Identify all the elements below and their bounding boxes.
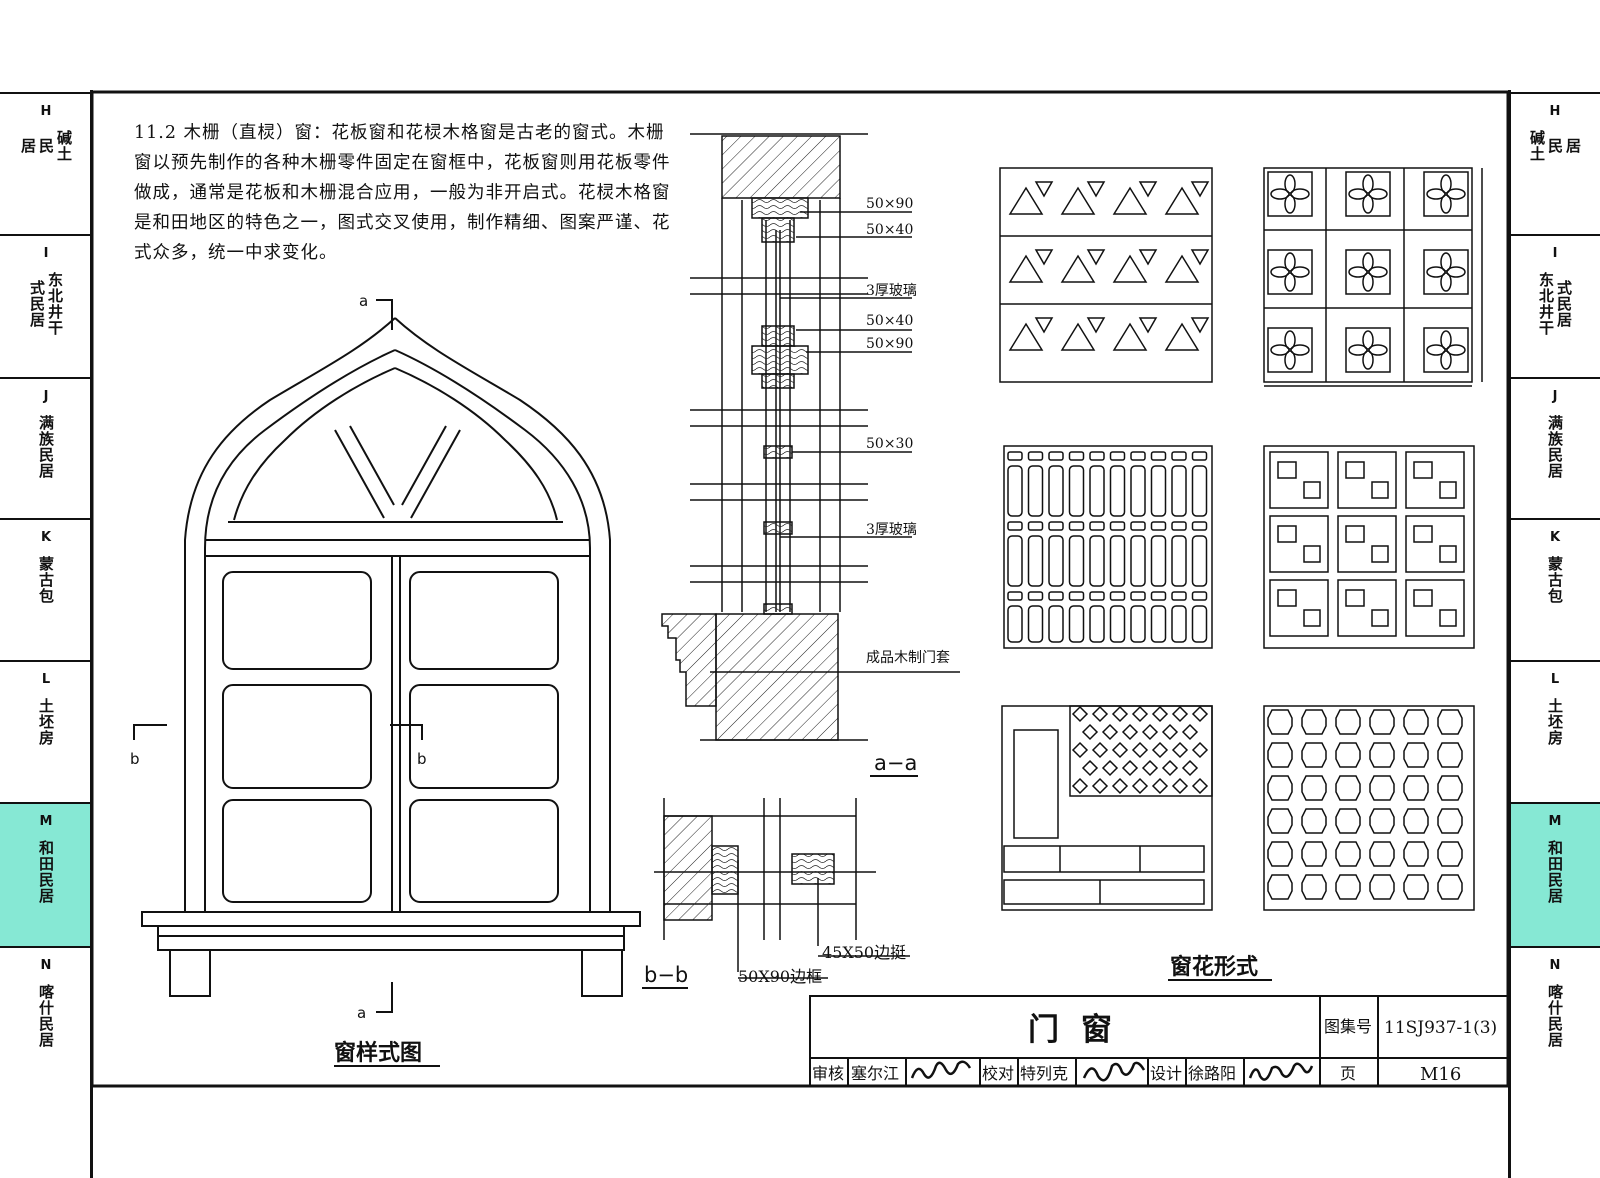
lattice-patterns (999, 167, 1483, 911)
tab-letter: I (1552, 246, 1558, 261)
tab-l-right[interactable]: L 土坯房 (1510, 660, 1600, 802)
tab-letter: H (1549, 104, 1561, 119)
tab-m-left[interactable]: M 和田民居 (0, 802, 92, 946)
title-block (809, 995, 1509, 1087)
label-aa-3: 50×40 (866, 313, 913, 329)
tab-letter: J (43, 389, 49, 404)
label-bb-frame: 50X90边框 (738, 967, 822, 986)
tab-label: 满族民居 (37, 415, 55, 479)
tab-letter: K (40, 530, 52, 545)
mark-b-left: b (130, 750, 140, 768)
elevation-title: 窗样式图 (334, 1040, 422, 1066)
designer-signature (1248, 1062, 1314, 1081)
tab-label: 喀什民居 (1546, 984, 1564, 1048)
lattice-triangles (999, 167, 1213, 383)
label-aa-1: 50×40 (866, 222, 913, 238)
tab-l-left[interactable]: L 土坯房 (0, 660, 92, 802)
label-aa-0: 50×90 (866, 196, 913, 212)
tab-letter: I (43, 246, 49, 261)
tab-label: 蒙古包 (1546, 556, 1564, 604)
tab-letter: H (40, 104, 52, 119)
section-aa (661, 133, 960, 741)
tab-j-right[interactable]: J 满族民居 (1510, 377, 1600, 518)
lattice-diamonds (1001, 705, 1213, 911)
title-block-title: 门窗 (1028, 1012, 1134, 1048)
tab-letter: M (1548, 814, 1562, 829)
tab-label: 喀什民居 (37, 984, 55, 1048)
lattice-stars (1263, 705, 1475, 911)
tab-label: 东北井干式民居 (1537, 272, 1573, 336)
section-bb (654, 798, 910, 979)
checker-name: 特列克 (1020, 1064, 1068, 1083)
tab-k-right[interactable]: K 蒙古包 (1510, 518, 1600, 660)
label-bb-stile: 45X50边挺 (822, 943, 906, 962)
reviewer-name: 塞尔江 (851, 1064, 899, 1083)
tab-letter: L (1550, 672, 1560, 687)
review-label: 审核 (812, 1064, 844, 1083)
tab-label: 土坯房 (37, 698, 55, 746)
tab-label: 式民居东北井干 (28, 272, 64, 336)
description-text: 11.2 木栅（直棂）窗：花板窗和花棂木格窗是古老的窗式。木栅窗以预先制作的各种… (134, 123, 671, 263)
tab-i-left[interactable]: I 式民居东北井干 (0, 234, 92, 377)
section-aa-labels: 50×90 50×40 3厚玻璃 50×40 50×90 50×30 3厚玻璃 … (866, 196, 950, 777)
door-panels (222, 571, 559, 903)
tab-label: 居民碱土 (19, 130, 73, 162)
label-aa-5: 50×30 (866, 436, 913, 452)
tab-letter: L (41, 672, 51, 687)
mark-a-top: a (359, 292, 368, 310)
page-number: M16 (1420, 1064, 1461, 1085)
tab-label: 土坯房 (1546, 698, 1564, 746)
section-marks (133, 299, 423, 1013)
tab-h-left[interactable]: H 居民碱土 (0, 92, 92, 234)
tab-k-left[interactable]: K 蒙古包 (0, 518, 92, 660)
lattice-fret (1263, 445, 1475, 649)
tab-label: 蒙古包 (37, 556, 55, 604)
tab-n-left[interactable]: N 喀什民居 (0, 946, 92, 1086)
patterns-title: 窗花形式 (1170, 954, 1258, 980)
tab-letter: N (40, 958, 52, 973)
tab-label: 满族民居 (1546, 415, 1564, 479)
label-aa-2: 3厚玻璃 (866, 282, 917, 299)
tab-letter: N (1549, 958, 1561, 973)
tab-j-left[interactable]: J 满族民居 (0, 377, 92, 518)
section-bb-title: b−b (644, 963, 688, 987)
tab-label: 碱土民居 (1528, 130, 1582, 162)
atlas-number: 11SJ937-1(3) (1384, 1018, 1497, 1038)
design-label: 设计 (1150, 1064, 1182, 1083)
reviewer-signature (910, 1060, 972, 1079)
tab-letter: M (39, 814, 53, 829)
checker-signature (1082, 1061, 1146, 1082)
check-label: 校对 (982, 1064, 1014, 1083)
window-elevation (141, 317, 641, 997)
lattice-flowers (1263, 167, 1483, 387)
tab-i-right[interactable]: I 东北井干式民居 (1510, 234, 1600, 377)
mark-b-right: b (417, 750, 427, 768)
section-aa-title: a−a (874, 751, 917, 775)
atlas-label: 图集号 (1324, 1017, 1372, 1036)
label-aa-7: 成品木制门套 (866, 650, 950, 666)
tab-label: 和田民居 (37, 840, 55, 904)
lattice-slots (1003, 445, 1213, 649)
mark-a-bottom: a (357, 1004, 366, 1022)
drawing-border (90, 90, 1510, 1088)
label-aa-6: 3厚玻璃 (866, 521, 917, 538)
designer-name: 徐路阳 (1188, 1064, 1236, 1083)
tab-h-right[interactable]: H 碱土民居 (1510, 92, 1600, 234)
drawing-frame: a a b b 窗样式图 (90, 90, 1510, 1088)
tab-letter: J (1552, 389, 1558, 404)
tab-label: 和田民居 (1546, 840, 1564, 904)
label-aa-4: 50×90 (866, 336, 913, 352)
tab-n-right[interactable]: N 喀什民居 (1510, 946, 1600, 1086)
tab-letter: K (1549, 530, 1561, 545)
page-label: 页 (1340, 1064, 1356, 1083)
tab-m-right[interactable]: M 和田民居 (1510, 802, 1600, 946)
